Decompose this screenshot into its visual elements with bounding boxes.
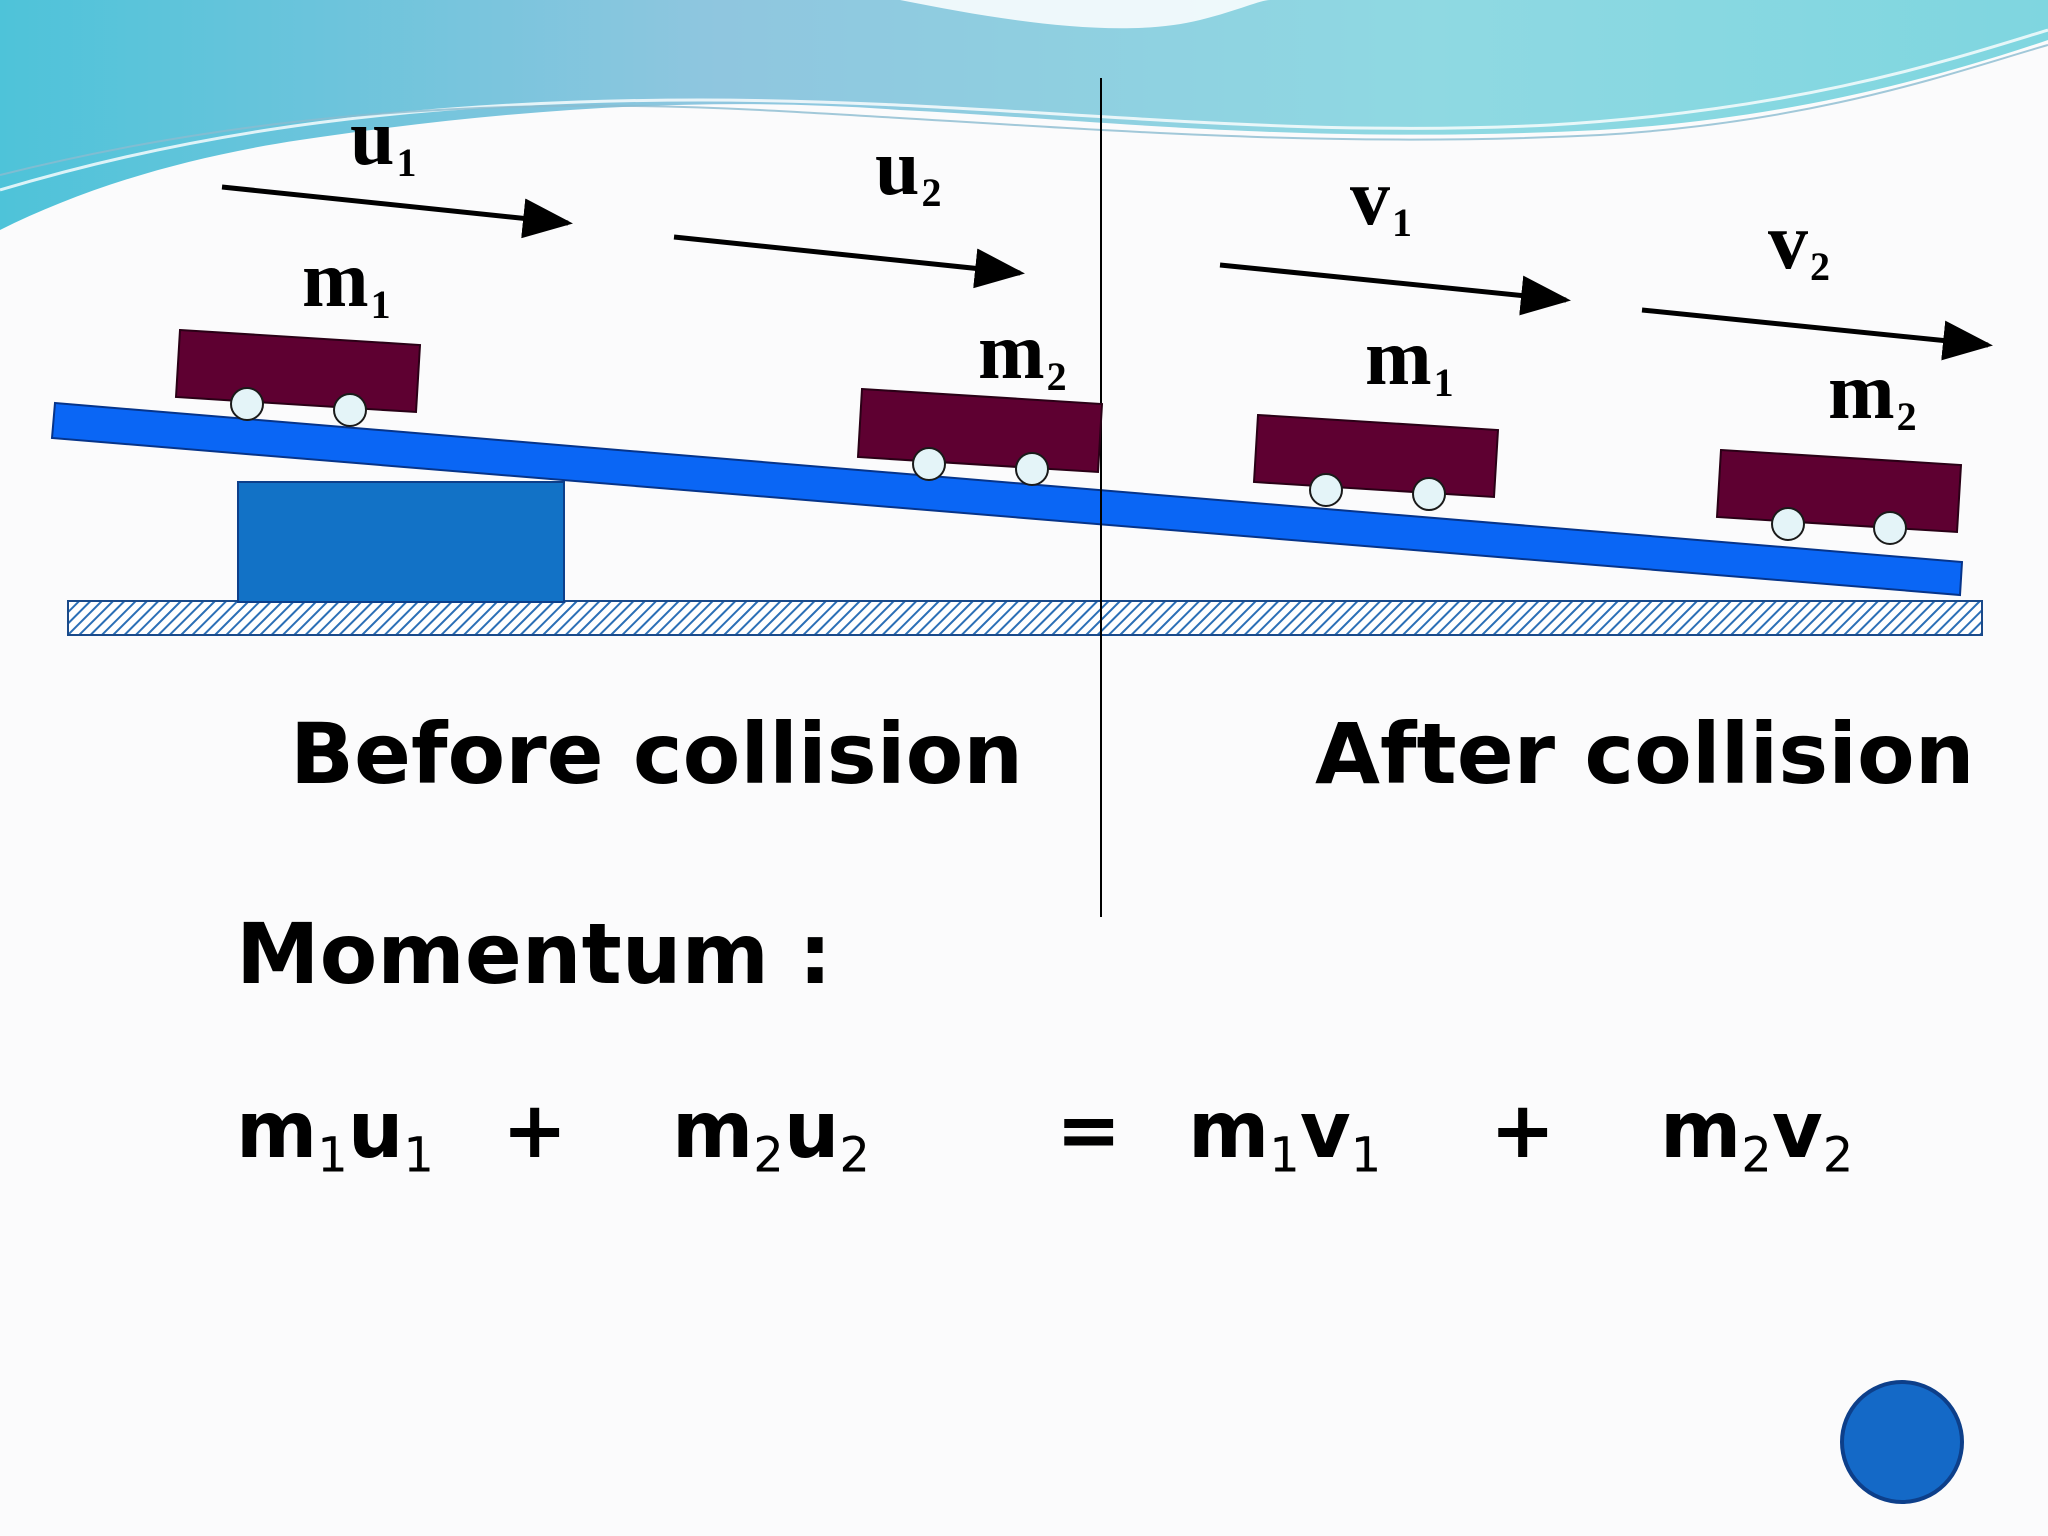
before-collision-caption: Before collision xyxy=(290,705,1024,803)
cart-m2-after xyxy=(1715,448,1963,545)
label-m1-after: m1 xyxy=(1365,314,1454,405)
equation-term-m1v1: m1v1 xyxy=(1188,1086,1382,1184)
support-block xyxy=(237,481,565,603)
wheel xyxy=(1771,507,1805,541)
label-u2: u2 xyxy=(875,124,942,215)
wheel xyxy=(230,387,264,421)
velocity-arrow-v1 xyxy=(1219,262,1571,316)
label-m2-before: m2 xyxy=(978,308,1067,399)
label-m2-after: m2 xyxy=(1828,348,1917,439)
slide-nav-button[interactable] xyxy=(1840,1380,1964,1504)
velocity-arrow-u1 xyxy=(221,184,573,239)
after-collision-caption: After collision xyxy=(1315,705,1975,803)
equation-plus-1: + xyxy=(502,1086,568,1176)
inclined-ramp xyxy=(50,401,1964,597)
ground-surface xyxy=(67,600,1983,636)
equation-equals: = xyxy=(1056,1086,1122,1176)
label-u1: u1 xyxy=(350,94,417,185)
label-m1-before: m1 xyxy=(302,236,391,327)
wheel xyxy=(333,393,367,427)
cart-m2-before xyxy=(856,387,1104,486)
label-v1: v1 xyxy=(1350,154,1412,245)
velocity-arrow-v2 xyxy=(1641,307,1993,361)
equation-plus-2: + xyxy=(1490,1086,1556,1176)
equation-term-m2v2: m2v2 xyxy=(1660,1086,1854,1184)
momentum-heading: Momentum : xyxy=(236,905,832,1003)
velocity-arrow-u2 xyxy=(673,234,1025,289)
cart-m1-after xyxy=(1252,413,1500,511)
equation-term-m1u1: m1u1 xyxy=(236,1086,434,1184)
cart-m1-before xyxy=(174,328,422,427)
label-v2: v2 xyxy=(1768,198,1830,289)
wheel xyxy=(912,447,946,481)
wheel xyxy=(1015,452,1049,486)
wheel xyxy=(1873,511,1907,545)
wheel xyxy=(1412,477,1446,511)
header-wave xyxy=(0,0,2048,230)
wheel xyxy=(1309,473,1343,507)
equation-term-m2u2: m2u2 xyxy=(672,1086,870,1184)
